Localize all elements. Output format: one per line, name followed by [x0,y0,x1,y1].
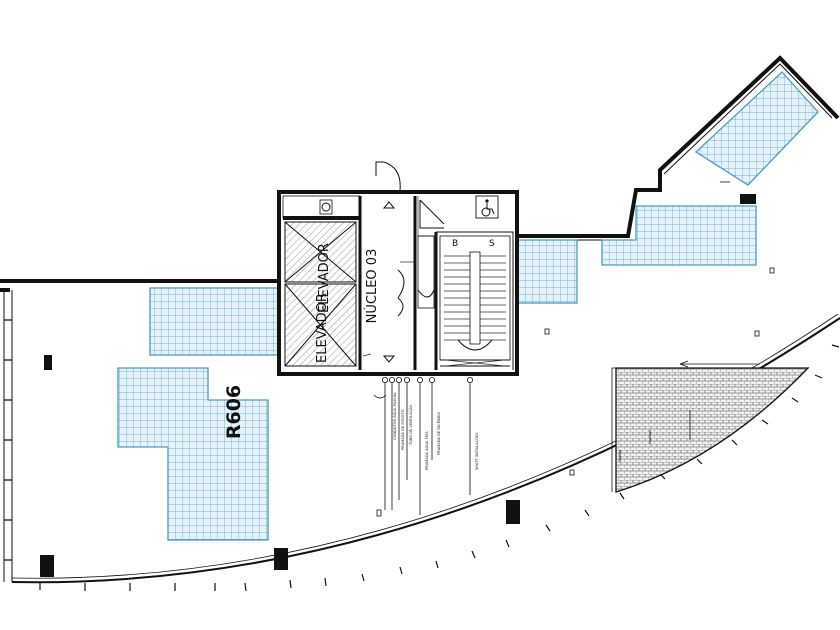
svg-text:TUBO DE VENTILAÇÃO: TUBO DE VENTILAÇÃO [408,405,413,446]
svg-text:PRUMADA DE INCÊNDIO: PRUMADA DE INCÊNDIO [436,412,441,455]
elevator-shaft-1 [284,221,357,283]
hatched-terrace [615,367,810,493]
tiled-zone-upper-right [694,71,819,186]
stair-letter-b: B [452,239,458,249]
tiled-zones [117,71,819,541]
facade-mullions [4,319,840,592]
tiled-zone-top-left [149,287,279,356]
svg-text:CONDUTOR ÁGUA PLUVIAL: CONDUTOR ÁGUA PLUVIAL [392,392,397,440]
wheelchair-icon [475,195,499,219]
svg-text:PRUMADA ÁGUA FRIA: PRUMADA ÁGUA FRIA [424,431,429,470]
tiled-zone-core-right [516,239,578,304]
staircase [419,199,511,367]
structural-columns [40,194,756,577]
elevator-shaft-2 [284,283,357,367]
elevator-label-lower: ELEVADOR [315,293,330,363]
svg-text:PRUMADA DE ESGOTO: PRUMADA DE ESGOTO [401,409,405,450]
riser-annotations: CONDUTOR ÁGUA PLUVIAL PRUMADA DE ESGOTO … [373,376,479,515]
elevator-label-upper: ELEVADOR [317,243,332,313]
tiled-zone-room [117,367,269,541]
core [277,161,519,376]
stair-letter-s: S [489,239,495,249]
tiled-zone-right [601,205,757,266]
room-label: R606 [223,385,245,439]
core-label: NÚCLEO 03 [364,249,380,324]
svg-text:SHAFT INSTALAÇÕES: SHAFT INSTALAÇÕES [474,432,479,470]
misc-fixtures [376,181,775,517]
terrace-details [611,360,760,492]
